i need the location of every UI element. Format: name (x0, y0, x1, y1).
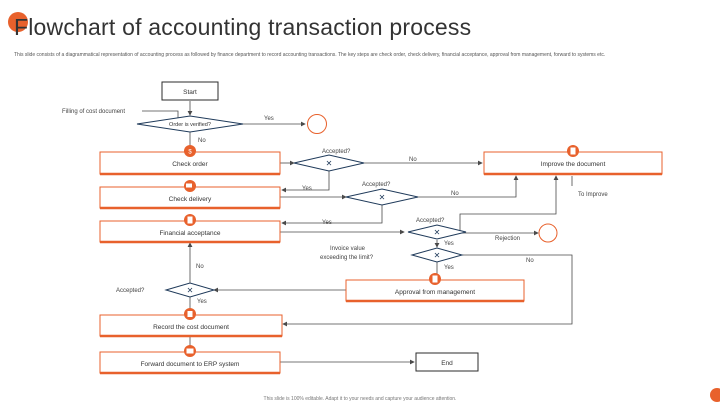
yes-label: Yes (444, 241, 454, 247)
start-node: Start (161, 81, 219, 101)
lock-icon-glyph (187, 311, 193, 317)
truck-icon-glyph (186, 183, 192, 188)
accepted-label: Accepted? (416, 218, 445, 224)
coin-icon (184, 145, 196, 157)
improve-document-label: Improve the document (541, 161, 606, 168)
record-cost-node: Record the cost document (99, 314, 283, 338)
yes-label: Yes (302, 186, 312, 192)
document-icon-glyph (570, 147, 576, 155)
financial-acceptance-node: Financial acceptance (99, 220, 281, 244)
no-label: No (196, 264, 204, 270)
accepted-decision-3: ✕ (407, 224, 467, 240)
yes-label: Yes (197, 299, 207, 305)
accepted-label: Accepted? (116, 288, 145, 294)
no-label: No (198, 138, 206, 144)
to-improve-label: To Improve (578, 192, 608, 198)
yes-label: Yes (264, 116, 274, 122)
check-delivery-label: Check delivery (169, 196, 212, 203)
connectors (142, 101, 573, 365)
swap-icon: ✕ (434, 228, 441, 237)
rejection-circle (538, 223, 558, 243)
check-delivery-node: Check delivery (99, 186, 281, 210)
page-title: Flowchart of accounting transaction proc… (14, 14, 472, 40)
page-subtitle: This slide consists of a diagrammatical … (14, 52, 606, 58)
invoice-limit-decision: ✕ (410, 247, 464, 263)
coin-icon-glyph: $ (188, 150, 192, 156)
forward-erp-node: Forward document to ERP system (99, 351, 281, 375)
no-label: No (526, 258, 534, 264)
swap-icon: ✕ (326, 159, 333, 168)
order-verified-label: Order is verified? (169, 122, 211, 128)
check-order-label: Check order (172, 161, 208, 168)
yes-label: Yes (444, 265, 454, 271)
yes-label: Yes (322, 220, 332, 226)
filling-label: Filling of cost document (62, 109, 125, 115)
exceeding-limit-label: exceeding the limit? (320, 255, 374, 261)
invoice-value-label: Invoice value (330, 246, 366, 252)
financial-acceptance-label: Financial acceptance (159, 230, 220, 237)
no-label: No (451, 191, 459, 197)
end-node: End (415, 352, 479, 372)
decorative-dot (8, 12, 28, 32)
swap-icon: ✕ (434, 251, 441, 260)
record-cost-label: Record the cost document (153, 324, 229, 331)
improve-document-node: Improve the document (483, 151, 663, 176)
check-order-node: Check order (99, 151, 281, 176)
approval-management-label: Approval from management (395, 289, 475, 296)
start-label: Start (183, 89, 197, 96)
document-icon-glyph (432, 275, 438, 283)
mail-icon-glyph (186, 348, 194, 354)
end-label: End (441, 360, 453, 367)
rejection-label: Rejection (495, 236, 520, 242)
no-label: No (409, 157, 417, 163)
footer-note: This slide is 100% editable. Adapt it to… (263, 396, 457, 402)
swap-icon: ✕ (379, 193, 386, 202)
forward-erp-label: Forward document to ERP system (141, 361, 240, 368)
terminator-circle (307, 114, 327, 134)
document-icon-glyph (187, 216, 193, 224)
swap-icon: ✕ (187, 286, 194, 295)
accepted-decision-1: ✕ (293, 154, 365, 172)
accepted-label: Accepted? (322, 149, 351, 155)
accepted-decision-4: ✕ (164, 282, 216, 298)
decorative-dot (710, 388, 720, 402)
accepted-label: Accepted? (362, 182, 391, 188)
order-verified-decision: Order is verified? (136, 115, 244, 133)
accepted-decision-2: ✕ (345, 188, 419, 206)
